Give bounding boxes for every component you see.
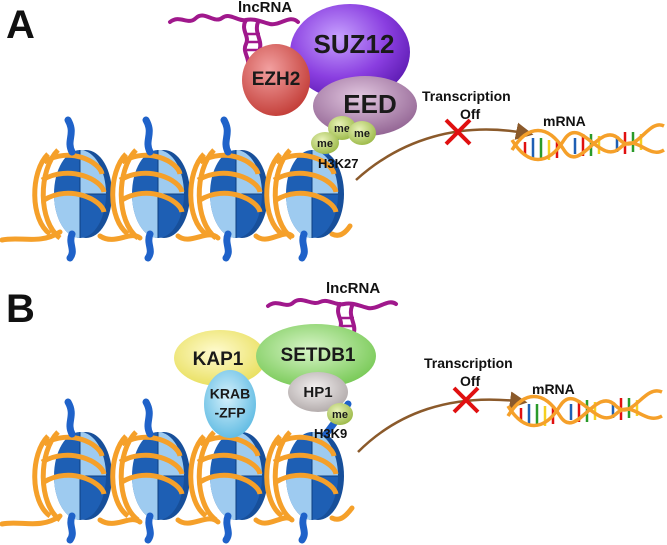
setdb1-label: SETDB1	[281, 345, 356, 366]
dna-strand	[0, 223, 353, 243]
krab-zfp-protein	[204, 370, 256, 438]
panel-b-label: B	[6, 287, 35, 331]
dna-strand	[0, 505, 355, 527]
nucleosome	[35, 116, 112, 258]
hp1-label: HP1	[303, 384, 332, 401]
transcription-label: Transcription	[422, 88, 511, 104]
krab-label-line2: -ZFP	[214, 405, 245, 421]
methyl-group	[327, 403, 353, 425]
off-label: Off	[460, 373, 481, 389]
ezh2-protein	[242, 44, 310, 116]
histone-mark-label: H3K9	[314, 426, 347, 441]
suz12-label: SUZ12	[314, 29, 395, 59]
nucleosome	[35, 398, 112, 540]
setdb1-protein	[256, 324, 376, 388]
panel-b: B lncRNA KAP1 SETDB1 HP1 KRAB -ZFP	[0, 280, 663, 540]
lncrna-label: lncRNA	[238, 0, 292, 16]
methyl-group	[311, 132, 339, 154]
blocked-x-icon	[444, 118, 472, 146]
lncrna-label: lncRNA	[326, 280, 380, 297]
transcription-arrow	[355, 122, 534, 181]
transcription-arrow	[357, 391, 528, 453]
me-label: me	[317, 138, 333, 150]
me-label: me	[354, 128, 370, 140]
mrna-label: mRNA	[543, 113, 586, 129]
mrna-helix	[510, 123, 665, 162]
me-label: me	[332, 409, 348, 421]
me-label: me	[334, 123, 350, 135]
hp1-protein	[288, 372, 348, 412]
off-label: Off	[460, 106, 481, 122]
panel-a-label: A	[6, 3, 35, 47]
suz12-protein	[290, 4, 410, 100]
blocked-x-icon	[452, 386, 480, 414]
nucleosome	[113, 116, 190, 258]
mrna-label: mRNA	[532, 381, 575, 397]
transcription-label: Transcription	[424, 355, 513, 371]
methyl-group	[348, 121, 376, 145]
histone-mark-label: H3K27	[318, 156, 358, 171]
krab-label-line1: KRAB	[210, 386, 250, 402]
nucleosome	[191, 432, 268, 540]
kap1-label: KAP1	[193, 349, 244, 370]
ezh2-label: EZH2	[252, 69, 301, 90]
eed-label: EED	[343, 89, 396, 119]
panel-a: A lncRNA SUZ12 EZH2 EED	[0, 0, 665, 258]
kap1-protein	[174, 330, 266, 386]
mrna-helix	[506, 389, 663, 428]
nucleosome	[113, 398, 190, 540]
nucleosome	[191, 116, 268, 258]
